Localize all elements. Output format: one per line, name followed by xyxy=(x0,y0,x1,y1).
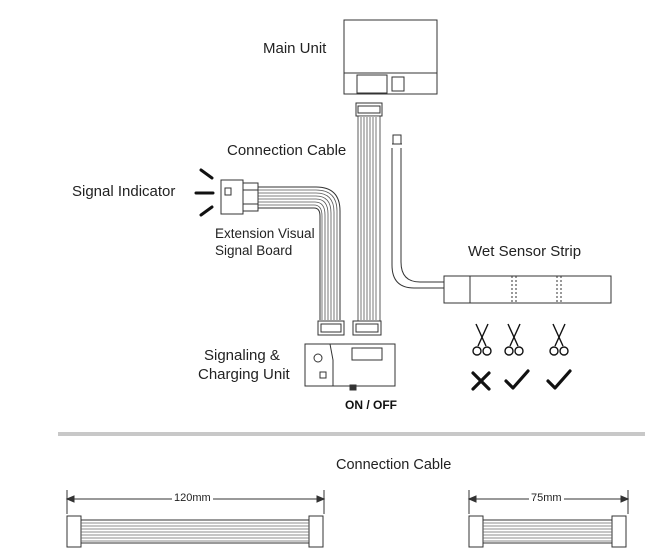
signaling-unit-label-line1: Signaling & xyxy=(204,347,280,364)
extension-ribbon-cable xyxy=(258,186,341,320)
cable-75mm-length: 75mm xyxy=(529,492,564,504)
connection-cable-label: Connection Cable xyxy=(227,142,347,159)
signaling-charging-unit xyxy=(304,343,396,391)
main-ribbon-plug xyxy=(352,320,382,336)
scissors-icon xyxy=(549,323,569,356)
extension-ribbon-plug xyxy=(317,320,345,336)
sensor-wire xyxy=(391,134,445,289)
extension-board-label-line1: Extension Visual xyxy=(215,226,315,241)
signal-rays xyxy=(194,168,215,217)
extension-board-label-line2: Signal Board xyxy=(215,243,293,258)
signaling-unit-label-line2: Charging Unit xyxy=(198,366,290,383)
cable-75mm xyxy=(467,490,630,548)
wet-sensor-strip-label: Wet Sensor Strip xyxy=(468,243,582,260)
cable-120mm-length: 120mm xyxy=(172,492,213,504)
bottom-title: Connection Cable xyxy=(336,457,452,473)
signal-indicator-label: Signal Indicator xyxy=(72,183,176,200)
separator-line xyxy=(58,432,645,436)
check-icon xyxy=(546,369,572,390)
on-off-label: ON / OFF xyxy=(345,398,397,412)
main-unit-label: Main Unit xyxy=(263,40,327,57)
check-icon xyxy=(504,369,530,390)
scissors-icon xyxy=(504,323,524,356)
main-connector xyxy=(355,102,383,117)
wet-sensor-strip xyxy=(443,275,612,304)
cable-120mm xyxy=(65,490,326,548)
cross-icon xyxy=(471,371,491,391)
main-ribbon-cable xyxy=(357,115,381,322)
main-unit xyxy=(343,19,438,95)
extension-signal-board xyxy=(220,179,259,215)
scissors-icon xyxy=(472,323,492,356)
